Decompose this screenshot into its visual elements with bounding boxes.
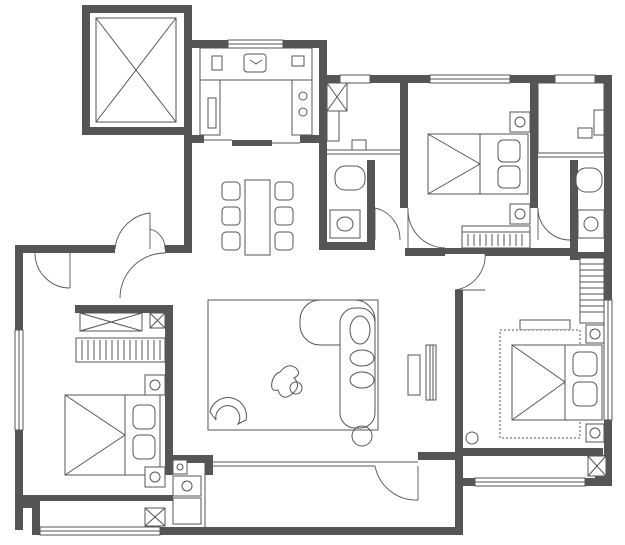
utility-area bbox=[144, 459, 202, 527]
kitchen bbox=[199, 47, 313, 136]
living-room bbox=[207, 299, 437, 447]
bathroom-2 bbox=[537, 82, 605, 239]
master-bedroom bbox=[465, 257, 607, 477]
elevator-shaft bbox=[82, 5, 192, 135]
bathroom-1 bbox=[326, 82, 400, 239]
windows bbox=[14, 39, 613, 536]
dining-table bbox=[221, 179, 294, 256]
interior-walls bbox=[15, 75, 612, 501]
bedroom-1 bbox=[427, 111, 531, 249]
left-bedroom bbox=[64, 312, 166, 488]
doors bbox=[34, 139, 571, 501]
